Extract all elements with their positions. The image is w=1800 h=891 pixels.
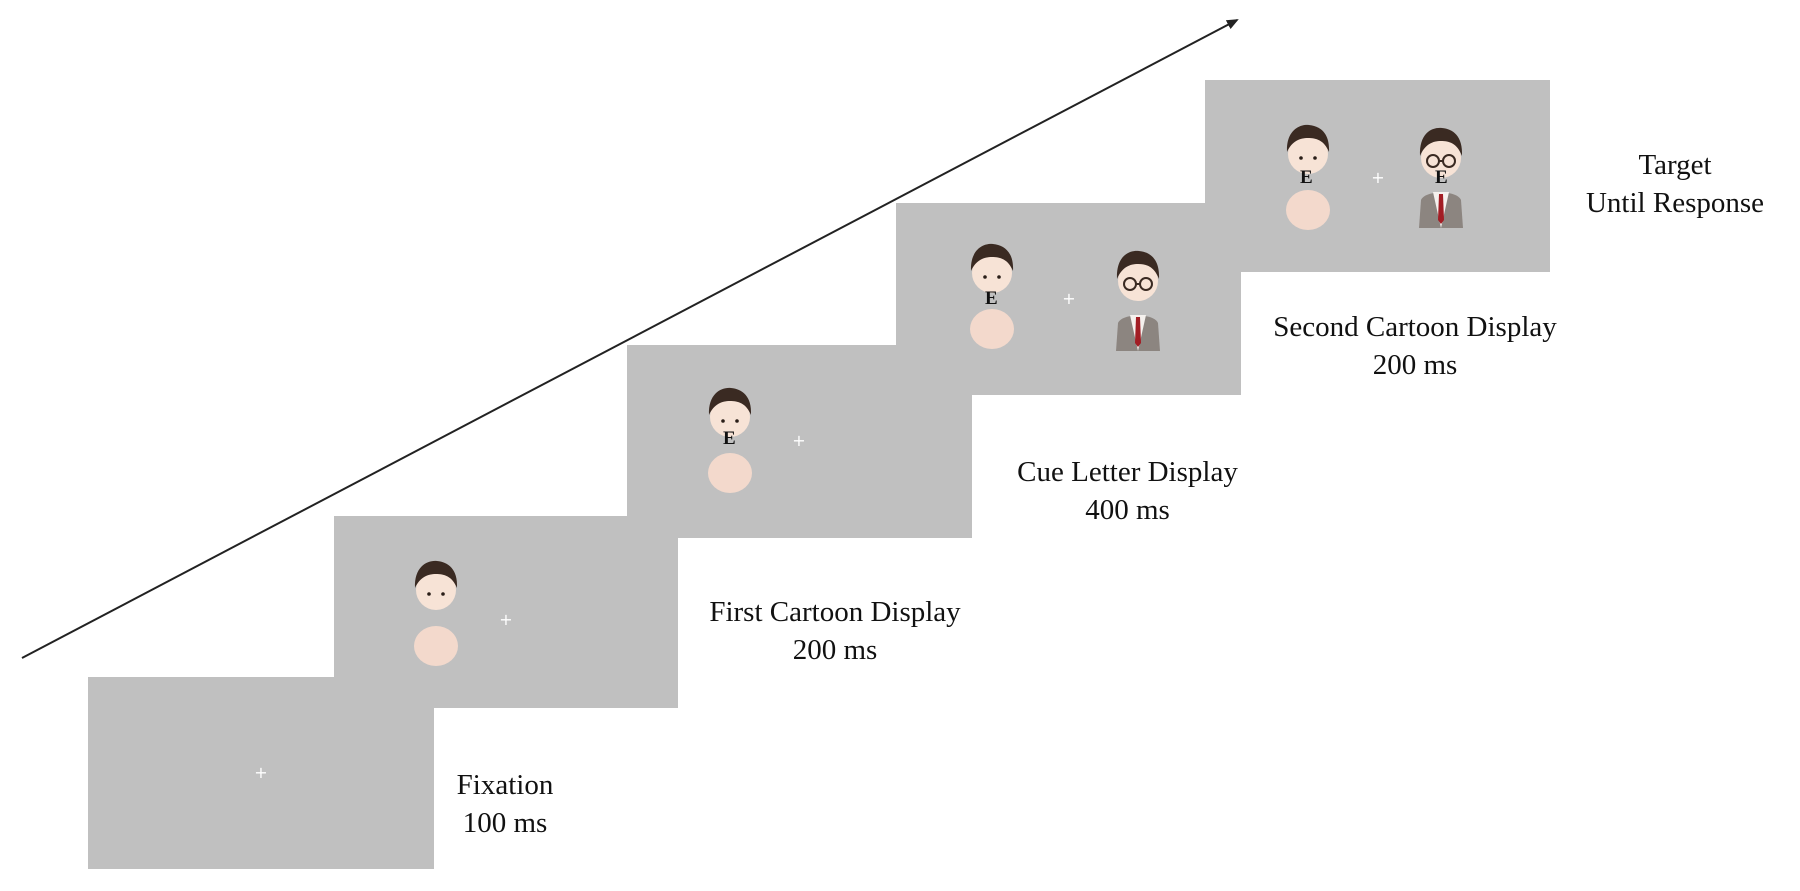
second-cartoon-label: Second Cartoon Display 200 ms bbox=[1240, 308, 1590, 384]
cartoon-man-with-glasses-figure bbox=[1419, 127, 1463, 228]
cue-letter: E bbox=[985, 288, 998, 309]
stage-duration: 200 ms bbox=[1372, 349, 1458, 381]
cartoon-man-with-glasses-figure bbox=[1116, 250, 1160, 351]
fixation-cross: + bbox=[792, 431, 806, 450]
stage-title: Cue Letter Display bbox=[1017, 456, 1238, 488]
fixation-cross: + bbox=[1062, 289, 1076, 308]
stage-title: Second Cartoon Display bbox=[1273, 311, 1557, 343]
stage-title: Fixation bbox=[456, 769, 554, 801]
fixation-cross: + bbox=[1371, 168, 1385, 187]
fixation-cross: + bbox=[499, 610, 513, 629]
stage-duration: Until Response bbox=[1585, 187, 1765, 219]
cue-letter: E bbox=[723, 428, 736, 449]
fixation-cross: + bbox=[254, 763, 268, 782]
stage-duration: 400 ms bbox=[1085, 494, 1170, 526]
fixation-label: Fixation 100 ms bbox=[445, 766, 565, 842]
cartoon-boy-figure bbox=[1286, 124, 1330, 230]
stage-duration: 100 ms bbox=[462, 807, 548, 839]
stage-title: Target bbox=[1638, 149, 1712, 181]
target-screen: E + E bbox=[1205, 80, 1550, 272]
cue-letter: E bbox=[1300, 167, 1313, 188]
stage-title: First Cartoon Display bbox=[709, 596, 961, 628]
first-cartoon-screen: + bbox=[334, 516, 678, 708]
stage-duration: 200 ms bbox=[792, 634, 878, 666]
cue-letter: E bbox=[1435, 167, 1448, 188]
second-cartoon-screen: E + bbox=[896, 203, 1241, 395]
cue-letter-label: Cue Letter Display 400 ms bbox=[985, 453, 1270, 529]
cartoon-boy-figure bbox=[708, 387, 752, 493]
cartoon-boy-figure bbox=[414, 560, 458, 666]
cue-letter-screen: E + bbox=[627, 345, 972, 538]
first-cartoon-label: First Cartoon Display 200 ms bbox=[680, 593, 990, 669]
cartoon-boy-figure bbox=[970, 243, 1014, 349]
fixation-screen: + bbox=[88, 677, 434, 869]
target-label: Target Until Response bbox=[1565, 146, 1785, 222]
